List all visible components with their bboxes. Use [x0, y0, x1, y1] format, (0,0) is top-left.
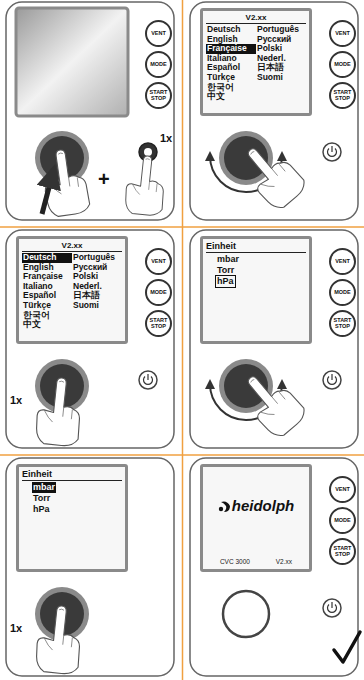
language-option: Deutsch: [22, 253, 72, 263]
language-option: Italiano: [206, 54, 256, 64]
push-button: VENT: [145, 248, 172, 275]
button-label: START STOP: [333, 90, 353, 102]
push-button: VENT: [329, 248, 356, 275]
push-button: VENT: [329, 476, 356, 503]
button-label: VENT: [149, 259, 169, 265]
push-button: START STOP: [145, 310, 172, 337]
language-option: Español: [206, 63, 256, 73]
language-option: Deutsch: [206, 25, 256, 35]
language-option: Español: [22, 291, 72, 301]
button-label: VENT: [333, 259, 353, 265]
language-option: Française: [22, 272, 72, 282]
language-option: 한국어: [22, 311, 72, 321]
language-option: 中文: [22, 320, 72, 330]
push-button: MODE: [329, 507, 356, 534]
language-option: 한국어: [206, 83, 256, 93]
unit-option: Torr: [216, 265, 235, 276]
display-screen: V2.xxDeutschPortuguêsEnglishРусскийFranç…: [16, 236, 128, 344]
push-button: MODE: [145, 51, 172, 78]
button-label: MODE: [149, 62, 169, 68]
language-option: Nederl.: [72, 282, 122, 292]
language-option: Nederl.: [256, 54, 306, 64]
language-option: Русский: [72, 263, 122, 273]
language-option: 日本語: [72, 291, 122, 301]
press-count: 1x: [160, 132, 172, 144]
button-label: MODE: [333, 290, 353, 296]
language-option: Italiano: [22, 282, 72, 292]
language-option: Português: [72, 253, 122, 263]
screen-footer: CVC 3000 V2.xx: [207, 558, 305, 565]
language-option: Polski: [72, 272, 122, 282]
brand-name: heidolph: [232, 497, 295, 514]
push-button: START STOP: [145, 82, 172, 109]
button-label: START STOP: [333, 318, 353, 330]
button-label: MODE: [333, 62, 353, 68]
language-list: DeutschPortuguêsEnglishРусскийFrançaiseP…: [206, 25, 306, 102]
press-count: +: [98, 168, 110, 191]
button-label: START STOP: [149, 90, 169, 102]
brand-logo: heidolph: [207, 497, 305, 514]
push-button: START STOP: [329, 538, 356, 565]
model-version: V2.xx: [276, 558, 292, 565]
language-option: Русский: [256, 35, 306, 45]
logo-mark: [218, 498, 232, 514]
model-version: CVC 3000: [220, 558, 250, 565]
button-label: VENT: [333, 487, 353, 493]
unit-option: mbar: [216, 254, 240, 265]
press-count: 1x: [10, 622, 22, 634]
language-option: 中文: [206, 92, 256, 102]
push-button: MODE: [145, 279, 172, 306]
press-count: 1x: [10, 394, 22, 406]
language-option: Suomi: [256, 73, 306, 83]
display-screen: EinheitmbarTorrhPa: [16, 464, 128, 572]
version-header: V2.xx: [22, 241, 122, 252]
button-label: MODE: [333, 518, 353, 524]
language-option: English: [22, 263, 72, 273]
button-label: VENT: [149, 31, 169, 37]
language-option: Polski: [256, 44, 306, 54]
unit-list: mbarTorrhPa: [22, 482, 122, 515]
version-header: V2.xx: [206, 13, 306, 24]
unit-list: mbarTorrhPa: [206, 254, 306, 287]
menu-header: Einheit: [22, 469, 122, 481]
language-option: Française: [206, 44, 256, 54]
language-option: Türkçe: [22, 301, 72, 311]
display-screen: EinheitmbarTorrhPa: [200, 236, 312, 344]
language-option: English: [206, 35, 256, 45]
menu-header: Einheit: [206, 241, 306, 253]
push-button: VENT: [145, 20, 172, 47]
language-option: Türkçe: [206, 73, 256, 83]
unit-option: mbar: [32, 482, 56, 493]
push-button: START STOP: [329, 310, 356, 337]
push-button: MODE: [329, 279, 356, 306]
push-button: VENT: [329, 20, 356, 47]
button-label: MODE: [149, 290, 169, 296]
language-option: Português: [256, 25, 306, 35]
language-option: 日本語: [256, 63, 306, 73]
language-option: Suomi: [72, 301, 122, 311]
unit-option: hPa: [216, 276, 235, 287]
button-label: START STOP: [149, 318, 169, 330]
unit-option: Torr: [32, 493, 51, 504]
button-label: START STOP: [333, 546, 353, 558]
language-list: DeutschPortuguêsEnglishРусскийFrançaiseP…: [22, 253, 122, 330]
unit-option: hPa: [32, 504, 51, 515]
push-button: MODE: [329, 51, 356, 78]
button-label: VENT: [333, 31, 353, 37]
display-screen: heidolphCVC 3000 V2.xx: [200, 464, 312, 572]
push-button: START STOP: [329, 82, 356, 109]
display-screen: V2.xxDeutschPortuguêsEnglishРусскийFranç…: [200, 8, 312, 116]
